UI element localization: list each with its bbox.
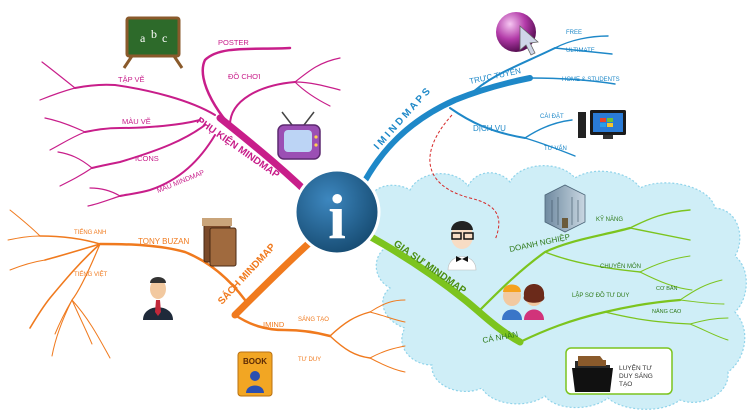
- folder-label-line-2: DUY SÁNG: [619, 371, 653, 380]
- computer-icon: [578, 110, 626, 139]
- label-nang-cao: NÂNG CAO: [652, 308, 682, 315]
- branch-sach: [7, 209, 406, 373]
- branch-imindmaps: [357, 35, 616, 193]
- folder-label-line-3: TẠO: [619, 381, 632, 388]
- svg-text:c: c: [162, 31, 167, 45]
- couple-icon: [502, 284, 545, 320]
- tv-icon: [277, 111, 321, 160]
- building-icon: [544, 184, 586, 233]
- label-co-ban: CƠ BẢN: [656, 285, 678, 292]
- book-icon: BOOK: [237, 351, 273, 397]
- label-sang-tao: SÁNG TẠO: [298, 316, 329, 323]
- folder-callout: LUYỆN TƯ DUY SÁNG TẠO: [565, 347, 673, 395]
- dashed-link: [429, 114, 500, 241]
- label-tieng-viet: TIẾNG VIỆT: [74, 270, 108, 278]
- label-mau-mindmap: MẪU MINDMAP: [155, 167, 206, 194]
- tutor-icon: [447, 221, 477, 271]
- branch-gia-su: [358, 209, 729, 346]
- folder-label-line-1: LUYỆN TƯ: [619, 363, 652, 372]
- center-node: i: [293, 168, 381, 256]
- svg-text:a: a: [140, 31, 146, 45]
- businessman-icon: [143, 277, 173, 320]
- label-lap-so-do: LẬP SƠ ĐỒ TƯ DUY: [572, 292, 629, 299]
- label-tu-duy: TƯ DUY: [298, 357, 321, 363]
- label-dich-vu: DỊCH VỤ: [473, 124, 506, 133]
- label-tu-van: TƯ VẤN: [544, 145, 567, 152]
- chalkboard-icon: a b c: [122, 16, 184, 69]
- label-tony-buzan: TONY BUZAN: [138, 237, 189, 246]
- label-ultimate: ULTIMATE: [566, 48, 595, 54]
- label-tieng-anh: TIẾNG ANH: [74, 229, 106, 236]
- label-ky-nang: KỸ NĂNG: [596, 216, 623, 223]
- orb-cursor-icon: [496, 12, 539, 56]
- label-mau-ve: MÀU VẼ: [122, 117, 151, 126]
- center-symbol: i: [328, 181, 346, 252]
- label-tap-ve: TẬP VẼ: [118, 75, 145, 84]
- label-cai-dat: CÀI ĐẶT: [540, 113, 564, 120]
- label-free: FREE: [566, 30, 582, 36]
- label-poster: POSTER: [218, 38, 249, 47]
- svg-text:b: b: [151, 27, 157, 41]
- book-icon-text: BOOK: [243, 357, 267, 366]
- folder-icon: [572, 356, 613, 392]
- label-imind: IMIND: [263, 320, 285, 329]
- label-do-choi: ĐỒ CHƠI: [228, 71, 261, 81]
- books-icon: [202, 218, 237, 267]
- label-chuyen-mon: CHUYÊN MÔN: [600, 262, 641, 270]
- label-home-students: HOME & STUDENTS: [562, 77, 620, 83]
- label-icons: ICONS: [135, 154, 159, 163]
